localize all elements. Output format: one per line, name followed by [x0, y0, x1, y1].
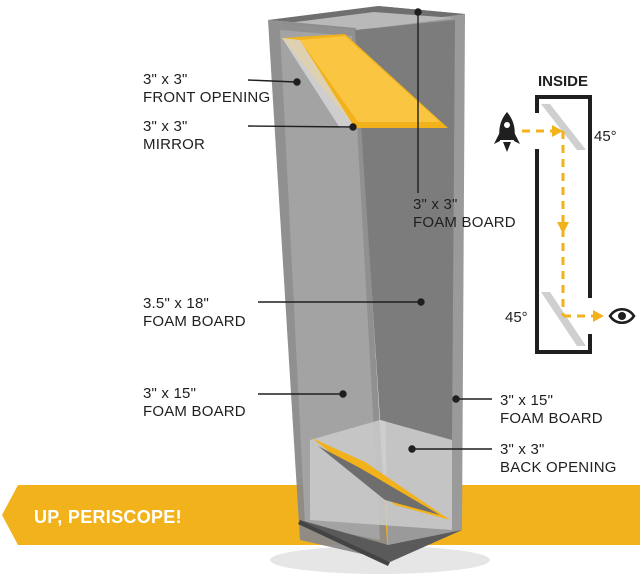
periscope-box [268, 6, 465, 566]
label-foam-3x15-right: 3" x 15"FOAM BOARD [500, 392, 603, 428]
label-foam-3x3: 3" x 3"FOAM BOARD [413, 196, 516, 232]
label-foam-3x15-left: 3" x 15"FOAM BOARD [143, 385, 246, 421]
inside-title: INSIDE [538, 73, 588, 90]
inside-diagram [522, 97, 604, 352]
rocket-icon [494, 112, 520, 152]
label-foam-3-5x18: 3.5" x 18"FOAM BOARD [143, 295, 246, 331]
banner-title: UP, PERISCOPE! [34, 507, 182, 528]
label-back-opening: 3" x 3"BACK OPENING [500, 441, 617, 477]
label-front-opening: 3" x 3"FRONT OPENING [143, 71, 270, 107]
eye-icon [610, 309, 634, 323]
angle-bottom-label: 45° [505, 309, 528, 326]
angle-top-label: 45° [594, 128, 617, 145]
label-mirror: 3" x 3"MIRROR [143, 118, 205, 154]
